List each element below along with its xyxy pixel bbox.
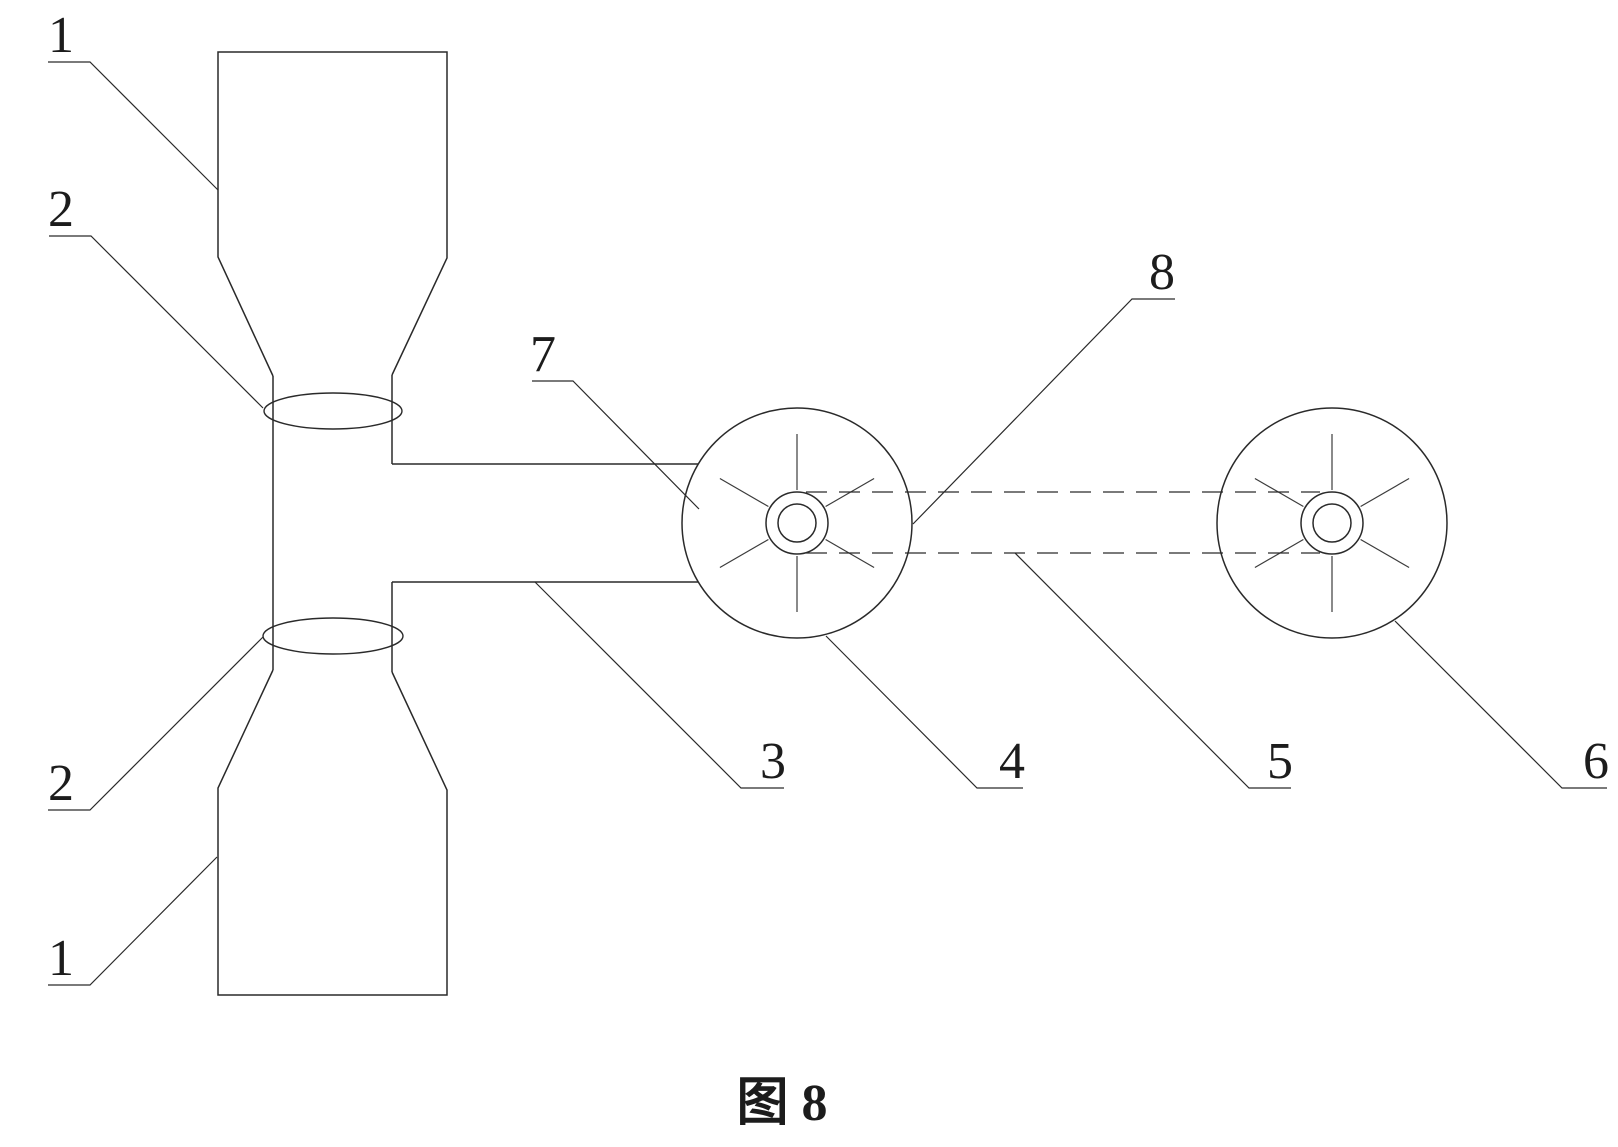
figure-caption: 图 8 [736, 1075, 827, 1132]
part-label-4: 4 [999, 733, 1025, 790]
drawing-lines [48, 51, 1607, 996]
leader-line-5 [1014, 552, 1291, 789]
part-label-3: 3 [760, 733, 786, 790]
right-wheel-spoke-ne [1360, 477, 1410, 508]
bottom-hopper-outline [217, 669, 448, 996]
part-label-1-top: 1 [48, 7, 74, 64]
leader-lines [48, 61, 1607, 986]
left-wheel-spoke-nw [719, 477, 769, 508]
part-labels: 1 2 7 8 3 4 5 6 2 1 [48, 7, 1609, 987]
part-label-2-bottom: 2 [48, 755, 74, 812]
leader-line-3 [534, 581, 784, 789]
top-hopper [217, 51, 448, 377]
right-wheel [1216, 407, 1448, 639]
leader-line-6 [1394, 620, 1607, 789]
horizontal-channel [392, 463, 698, 583]
part-label-7: 7 [530, 326, 556, 383]
leader-line-4 [825, 635, 1023, 789]
bottom-hopper [217, 669, 448, 996]
part-label-5: 5 [1267, 733, 1293, 790]
leader-line-7 [532, 380, 700, 510]
left-wheel-hub-inner [777, 503, 817, 543]
leader-line-2-top [49, 235, 264, 409]
vertical-channel [272, 375, 393, 672]
right-wheel-hub-outer [1300, 491, 1364, 555]
top-throat-ellipse [263, 392, 403, 430]
left-wheel-spoke-sw [719, 538, 769, 569]
part-label-6: 6 [1583, 733, 1609, 790]
shaft-hidden-lines [806, 491, 1320, 554]
part-label-8: 8 [1149, 244, 1175, 301]
leader-line-1-top [48, 61, 219, 191]
leader-line-2-bottom [48, 636, 264, 811]
part-label-1-bottom: 1 [48, 930, 74, 987]
top-hopper-outline [217, 51, 448, 377]
part-label-2-top: 2 [48, 181, 74, 238]
leader-line-8 [912, 298, 1175, 525]
left-wheel-rim [681, 407, 913, 639]
right-wheel-hub-inner [1312, 503, 1352, 543]
right-wheel-rim [1216, 407, 1448, 639]
left-wheel [681, 407, 913, 639]
left-wheel-hub-outer [765, 491, 829, 555]
right-wheel-spoke-se [1360, 538, 1410, 569]
bottom-throat-ellipse [262, 617, 404, 655]
leader-line-1-bottom [48, 856, 218, 986]
